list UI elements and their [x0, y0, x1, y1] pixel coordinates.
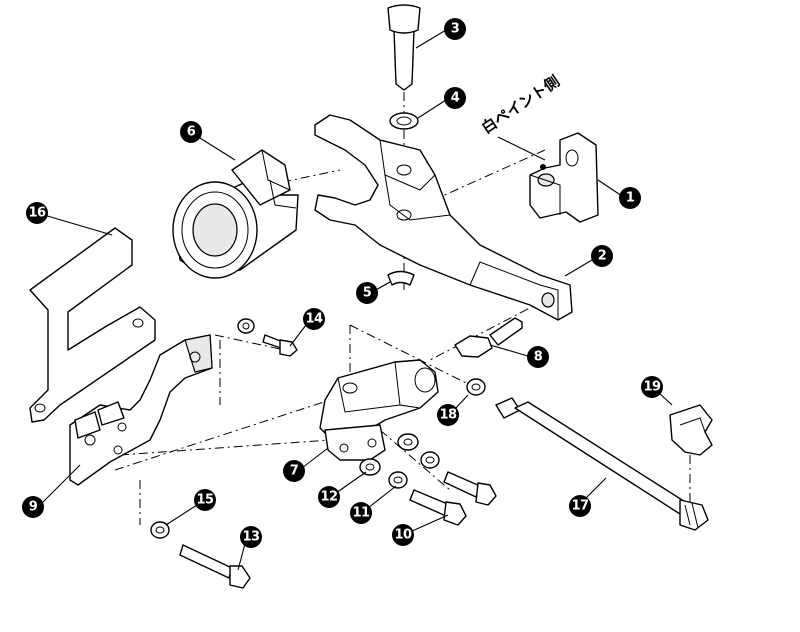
part-6-release-bearing [172, 149, 299, 279]
callout-3: 3 [444, 18, 466, 40]
part-17-hose [495, 397, 709, 531]
callout-11: 11 [350, 502, 372, 524]
callout-5: 5 [356, 282, 378, 304]
callout-6-label: 6 [187, 125, 196, 140]
part-18-washer [466, 378, 486, 396]
part-15-washer [150, 521, 170, 539]
callout-5-label: 5 [363, 286, 372, 301]
callout-4-label: 4 [451, 91, 460, 106]
callout-18-label: 18 [439, 408, 457, 423]
callout-3-label: 3 [451, 22, 460, 37]
callout-16-label: 16 [28, 206, 46, 221]
bolt-upper-right [443, 471, 497, 506]
callout-10-label: 10 [394, 528, 412, 543]
leader-lines [39, 29, 673, 571]
part-14-bolt [262, 334, 298, 357]
callout-13: 13 [240, 526, 262, 548]
lock-washer-right [420, 451, 440, 469]
callout-8: 8 [527, 346, 549, 368]
callout-9-label: 9 [29, 500, 38, 515]
part-11-lock-washer [388, 471, 408, 489]
callout-6: 6 [180, 121, 202, 143]
part-16-bracket-plate [29, 227, 156, 423]
part-1-pivot-support [529, 132, 599, 223]
white-paint-side-note: 白ペイント側 [478, 72, 563, 137]
callout-13-label: 13 [242, 530, 260, 545]
callout-18: 18 [437, 404, 459, 426]
callout-2-label: 2 [598, 249, 607, 264]
callout-4: 4 [444, 87, 466, 109]
callout-1-label: 1 [626, 191, 635, 206]
callout-19: 19 [641, 376, 663, 398]
callout-17: 17 [569, 495, 591, 517]
part-4-washer [389, 112, 419, 130]
part-7-slave-cylinder [319, 359, 439, 461]
part-19-hose-clip [669, 404, 713, 456]
callout-15: 15 [194, 489, 216, 511]
callout-16: 16 [26, 202, 48, 224]
callout-9: 9 [22, 496, 44, 518]
part-5-clip [387, 270, 415, 286]
callout-11-label: 11 [352, 506, 370, 521]
callout-12-label: 12 [320, 490, 337, 505]
callout-14-label: 14 [305, 312, 323, 327]
part-9-mounting-bracket [69, 334, 213, 486]
callout-17-label: 17 [571, 499, 589, 514]
callout-12: 12 [318, 486, 340, 508]
part-12-washer [359, 458, 381, 476]
callout-15-label: 15 [196, 493, 214, 508]
callout-7: 7 [283, 460, 305, 482]
part-3-pivot-bolt [387, 4, 421, 91]
callout-19-label: 19 [643, 380, 661, 395]
callout-10: 10 [392, 524, 414, 546]
callout-2: 2 [591, 245, 613, 267]
callout-14: 14 [303, 308, 325, 330]
part-13-long-bolt [179, 544, 251, 589]
callout-8-label: 8 [534, 350, 543, 365]
part-2-release-fork [314, 114, 573, 321]
part-8-push-rod [454, 317, 523, 358]
washer-upper-right [397, 433, 419, 451]
callout-7-label: 7 [290, 464, 299, 479]
callout-1: 1 [619, 187, 641, 209]
washer-upper-left [237, 318, 255, 334]
